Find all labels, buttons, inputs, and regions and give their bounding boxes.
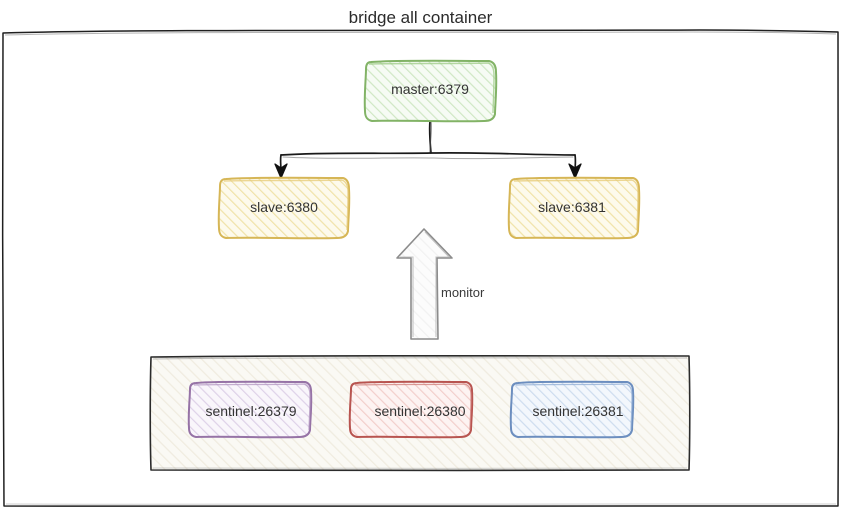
node-slave-6380[interactable] bbox=[217, 176, 351, 240]
edge-master-to-slaves bbox=[274, 120, 582, 179]
edge-monitor-arrow bbox=[396, 228, 453, 340]
node-sentinel-26381[interactable] bbox=[509, 380, 635, 439]
node-sentinel-26379[interactable] bbox=[187, 380, 313, 439]
node-sentinel-26380[interactable] bbox=[348, 380, 474, 439]
node-slave-6381[interactable] bbox=[507, 176, 641, 240]
node-master[interactable] bbox=[363, 59, 498, 123]
